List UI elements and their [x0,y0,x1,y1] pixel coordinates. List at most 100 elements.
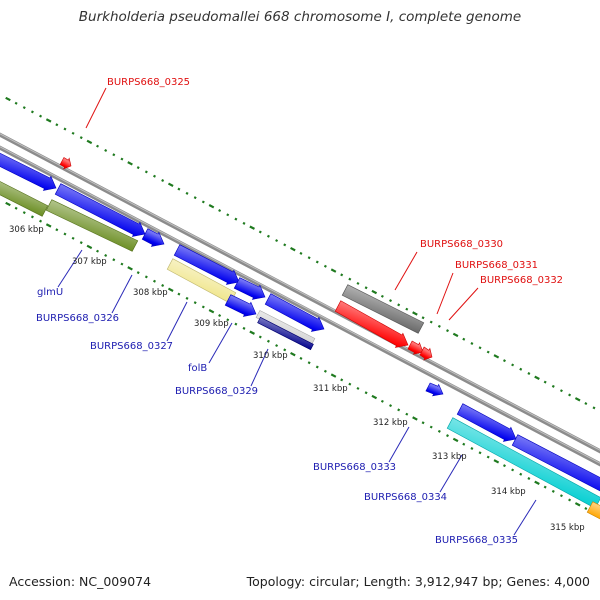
minor-tick [39,219,43,223]
gene-feature-f-a [0,152,57,191]
leader-line-burps668-0325 [85,87,107,129]
major-tick [574,502,581,507]
gene-feature-f-l [257,316,314,351]
minor-tick [364,391,368,395]
major-tick [371,394,378,400]
minor-tick [478,451,482,455]
leader-line-folb [208,322,233,364]
minor-tick [551,384,555,388]
minor-tick [323,369,327,373]
minor-tick [201,200,205,204]
minor-tick [389,404,393,408]
minor-tick [218,314,222,318]
minor-tick [519,367,523,371]
major-tick [249,330,255,335]
minor-tick [315,365,319,369]
gene-label-burps668-0334: BURPS668_0334 [364,492,447,503]
gene-feature-f-j [264,293,325,332]
minor-tick [283,243,287,247]
major-tick [5,201,11,207]
minor-tick [527,477,531,481]
minor-tick [104,253,108,257]
minor-tick [226,318,230,322]
leader-line-burps668-0335 [513,499,537,536]
minor-tick [389,299,393,303]
accession-text: Accession: NC_009074 [9,574,152,589]
minor-tick [71,236,75,240]
minor-tick [112,153,116,157]
gene-label-burps668-0329: BURPS668_0329 [175,386,258,397]
minor-tick [559,494,563,498]
minor-tick [258,230,262,234]
minor-tick [63,232,67,236]
minor-tick [234,217,238,221]
major-tick [86,139,93,145]
label-leader-lines [57,87,537,536]
gene-feature-f-m [334,300,409,348]
kbp-label: 307 kbp [72,257,107,267]
minor-tick [519,472,523,476]
minor-tick [405,412,409,416]
minor-tick [55,123,59,127]
leader-line-burps668-0326 [111,274,133,314]
minor-tick [193,301,197,305]
leader-line-burps668-0334 [439,454,463,493]
gene-feature-f-u [511,434,600,492]
minor-tick [161,284,165,287]
gene-feature-f-d [45,199,139,252]
minor-tick [511,468,515,472]
minor-tick [144,170,148,174]
kbp-label: 312 kbp [373,418,408,428]
minor-tick [22,106,26,110]
minor-tick [275,344,279,348]
kbp-label: 314 kbp [491,487,526,497]
gene-label-burps668-0326: BURPS668_0326 [36,313,119,324]
minor-tick [22,211,26,215]
minor-tick [153,174,156,178]
major-tick [290,351,296,357]
gene-feature-f-o [407,340,424,355]
minor-tick [397,408,401,412]
minor-tick [340,273,344,277]
major-tick [86,244,93,250]
minor-tick [275,239,279,243]
leader-line-burps668-0329 [250,348,269,387]
minor-tick [502,359,506,363]
major-tick [330,268,337,273]
major-tick [574,397,581,402]
minor-tick [340,378,344,382]
minor-tick [568,498,572,502]
minor-tick [543,485,547,489]
major-tick [208,309,215,314]
gene-feature-f-h [233,277,266,300]
major-tick [5,96,11,102]
minor-tick [136,166,140,170]
minor-tick [201,305,205,309]
minor-tick [323,264,327,268]
gene-label-folb: folB [188,363,207,374]
major-tick [249,225,255,230]
backbone-highlight [0,133,600,451]
minor-tick [405,307,409,311]
minor-tick [348,277,352,281]
minor-tick [153,279,156,283]
minor-tick [242,221,246,225]
kbp-label: 309 kbp [194,319,229,329]
minor-tick [315,260,319,264]
minor-tick [218,209,222,213]
minor-tick [14,101,18,105]
minor-tick [96,249,100,253]
major-tick [412,311,418,316]
leader-line-glmU [57,249,83,288]
gene-label-burps668-0333: BURPS668_0333 [313,462,396,473]
minor-tick [299,251,303,255]
gene-feature-f-f [173,244,240,285]
minor-tick [356,386,360,390]
minor-tick [299,356,303,360]
major-tick [493,459,500,464]
chromosome-backbone [0,132,600,467]
minor-tick [120,157,124,161]
minor-tick [185,191,189,195]
minor-tick [421,421,425,425]
